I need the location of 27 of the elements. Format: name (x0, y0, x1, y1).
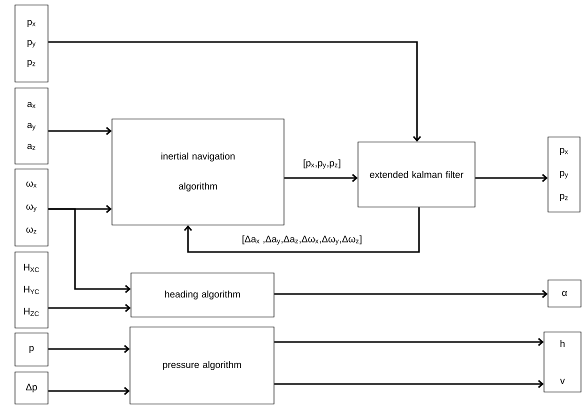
edge-label: [Δa$_{x}$ ,Δa$_{y}$,Δa$_{z}$,Δω$_{x}$,Δω$_{y}$,Δω$_{z}$] (240, 234, 364, 246)
arrow (48, 386, 130, 396)
process-box: pressure algorithm (130, 326, 274, 404)
arrow (48, 344, 130, 354)
input-box: H$_{XC}$ H$_{YC}$ H$_{ZC}$ (14, 252, 48, 328)
process-box: heading algorithm (130, 272, 274, 318)
arrow (274, 290, 548, 298)
input-box: p$_{x}$ p$_{y}$ p$_{z}$ (14, 4, 48, 82)
output-box: p$_{x}$ p$_{y}$ p$_{z}$ (548, 136, 580, 212)
process-box: inertial navigation algorithm (112, 118, 284, 226)
input-box: ω$_{x}$ ω$_{y}$ ω$_{z}$ (14, 168, 48, 246)
input-box: p (14, 332, 48, 366)
arrow (48, 304, 131, 312)
arrow (48, 126, 112, 136)
arrow (48, 208, 131, 294)
arrow (475, 174, 548, 182)
arrow (274, 380, 544, 388)
process-box: extended kalman filter (358, 142, 476, 208)
input-box: Δp (14, 372, 48, 404)
arrow (284, 174, 358, 182)
arrow (274, 338, 544, 346)
output-box: h v (544, 332, 582, 392)
arrow (48, 41, 422, 142)
arrow (184, 207, 420, 253)
input-box: a$_{x}$ a$_{y}$ a$_{z}$ (14, 88, 48, 164)
output-box: α (548, 280, 582, 308)
edge-label: [p$_{x}$,p$_{y}$,p$_{z}$] (302, 158, 342, 170)
